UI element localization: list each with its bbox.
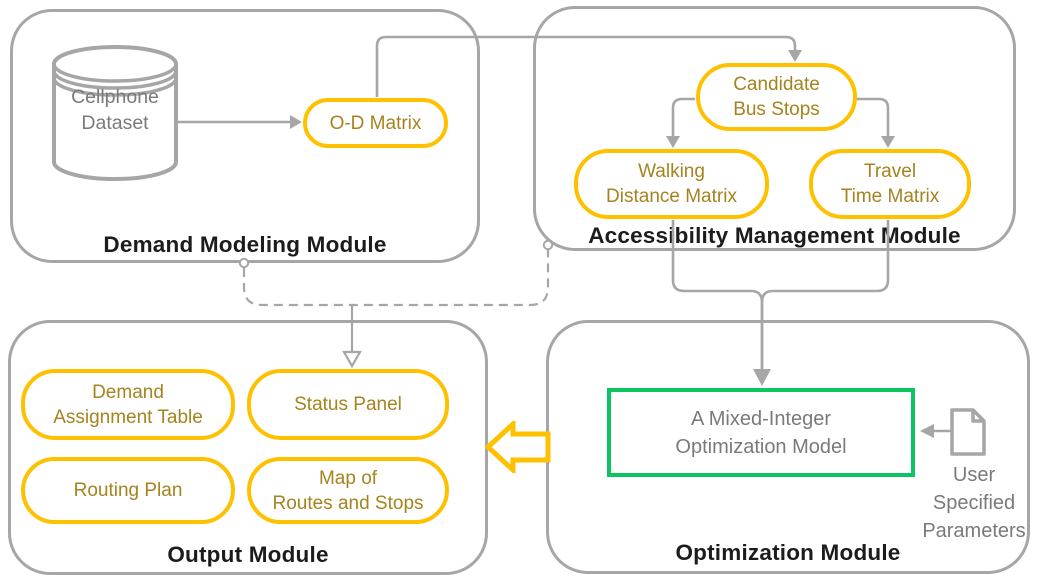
open-arrowhead-status-panel [342,350,362,369]
arrow-candidate-to-travel [857,97,890,137]
node-optimization-model: A Mixed-Integer Optimization Model [607,388,915,477]
node-status-panel: Status Panel [247,369,449,440]
accessibility-management-module-box [533,6,1016,251]
junction-dot-demand [238,257,250,269]
node-map-of-routes-and-stops: Map of Routes and Stops [247,457,449,524]
line-walking-to-model [671,220,764,370]
arrow-odmatrix-to-candidate [375,35,797,97]
accessibility-module-title: Accessibility Management Module [588,223,961,248]
database-cylinder-icon [52,45,178,181]
node-walking-distance-matrix: Walking Distance Matrix [574,149,769,219]
arrow-candidate-to-walking [671,97,695,137]
node-routing-plan: Routing Plan [21,457,235,524]
arrowhead-walking [666,136,680,148]
user-specified-parameters-label: User Specified Parameters [922,464,1026,542]
node-od-matrix: O-D Matrix [303,98,448,148]
optimization-module-title: Optimization Module [675,540,901,565]
demand-module-title: Demand Modeling Module [103,232,387,257]
node-travel-time-matrix: Travel Time Matrix [809,149,971,219]
arrowhead-candidate [788,50,802,62]
arrowhead-model [753,369,771,386]
arrowhead-odmatrix [290,115,302,129]
dashed-link-demand-accessibility [242,250,550,307]
block-arrow-left-icon [485,421,551,473]
output-module-title: Output Module [167,542,329,567]
junction-dot-accessibility [542,239,554,251]
arrowhead-model-right [920,424,934,438]
line-travel-to-model [760,220,890,370]
arrowhead-travel [881,136,895,148]
node-demand-assignment-table: Demand Assignment Table [21,369,235,440]
node-candidate-bus-stops: Candidate Bus Stops [696,63,857,131]
document-file-icon [950,408,986,456]
cellphone-dataset-label: Cellphone Dataset [71,86,159,134]
